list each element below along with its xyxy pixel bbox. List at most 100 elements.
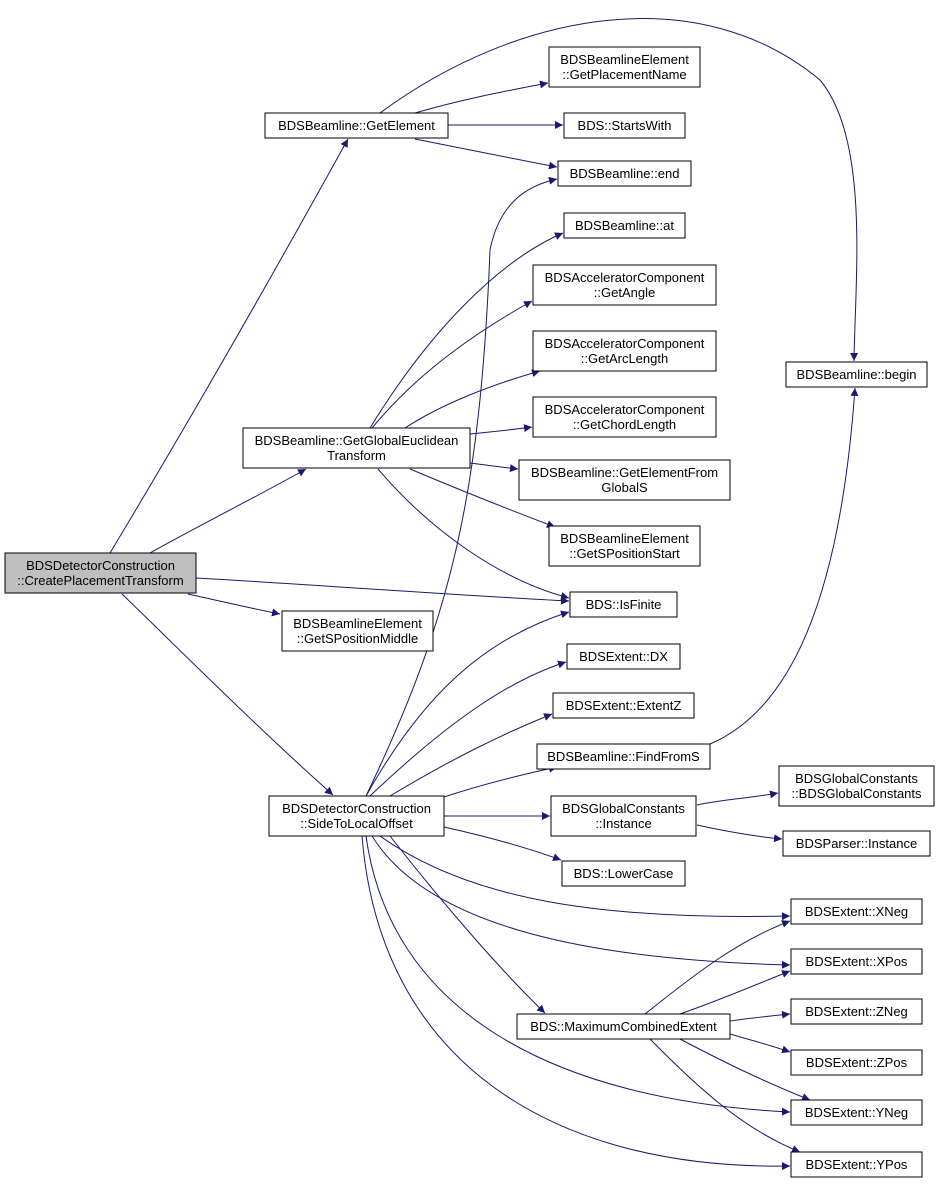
edge-getElement-to-getPlacementName: [414, 80, 549, 114]
node-startsWith[interactable]: BDS::StartsWith: [563, 112, 686, 139]
node-label: ::GetArcLength: [581, 351, 668, 366]
node-label: BDSBeamline::GetGlobalEuclidean: [255, 433, 459, 448]
node-box: [557, 160, 692, 187]
edge-layer: [109, 18, 859, 1171]
edge-getGlobal-to-isFinite: [377, 468, 570, 600]
node-isFinite[interactable]: BDS::IsFinite: [569, 591, 678, 618]
node-box: [778, 765, 935, 807]
node-gcInstance[interactable]: BDSGlobalConstants::Instance: [550, 795, 697, 837]
edge-root-to-isFinite: [195, 577, 570, 605]
node-xneg[interactable]: BDSExtent::XNeg: [790, 898, 923, 925]
edge-sideToLocal-to-dx: [369, 660, 567, 797]
edge-maxExtent-to-zneg: [729, 1010, 791, 1022]
node-label: BDSBeamlineElement: [560, 531, 689, 546]
node-label: ::GetSPositionStart: [569, 546, 680, 561]
node-box: [561, 860, 686, 887]
node-label: ::Instance: [595, 816, 651, 831]
node-extentZ[interactable]: BDSExtent::ExtentZ: [552, 692, 695, 719]
node-layer: BDSDetectorConstruction::CreatePlacement…: [4, 46, 935, 1178]
node-label: ::CreatePlacementTransform: [17, 573, 183, 588]
node-label: BDSExtent::ExtentZ: [566, 698, 682, 713]
node-zpos[interactable]: BDSExtent::ZPos: [790, 1049, 923, 1076]
node-getAngle[interactable]: BDSAcceleratorComponent::GetAngle: [532, 264, 717, 306]
node-box: [552, 692, 695, 719]
edge-maxExtent-to-yneg: [679, 1038, 811, 1101]
node-getChordLength[interactable]: BDSAcceleratorComponent::GetChordLength: [532, 396, 717, 438]
node-label: BDSDetectorConstruction: [26, 558, 175, 573]
edge-maxExtent-to-xpos: [679, 970, 791, 1015]
node-label: BDSBeamlineElement: [293, 616, 422, 631]
node-label: BDSExtent::XPos: [806, 954, 908, 969]
node-findFromS[interactable]: BDSBeamline::FindFromS: [536, 743, 711, 770]
node-box: [516, 1013, 731, 1040]
edge-getGlobal-to-getChordLength: [469, 424, 533, 435]
edge-getGlobal-to-getSPosStart: [409, 468, 556, 528]
node-getElement[interactable]: BDSBeamline::GetElement: [264, 112, 449, 139]
node-label: Transform: [327, 448, 386, 463]
node-ypos[interactable]: BDSExtent::YPos: [790, 1151, 923, 1178]
node-sideToLocal[interactable]: BDSDetectorConstruction::SideToLocalOffs…: [268, 795, 445, 837]
node-box: [785, 361, 928, 388]
node-parserInstance[interactable]: BDSParser::Instance: [782, 830, 931, 857]
node-root[interactable]: BDSDetectorConstruction::CreatePlacement…: [4, 552, 197, 594]
node-label: BDS::MaximumCombinedExtent: [530, 1019, 717, 1034]
node-yneg[interactable]: BDSExtent::YNeg: [790, 1099, 923, 1126]
node-label: BDSBeamline::GetElementFrom: [531, 465, 718, 480]
node-label: BDSBeamline::GetElement: [278, 118, 435, 133]
node-getArcLength[interactable]: BDSAcceleratorComponent::GetArcLength: [532, 330, 717, 372]
node-box: [264, 112, 449, 139]
node-label: BDSExtent::ZNeg: [805, 1004, 908, 1019]
node-label: BDSBeamline::at: [575, 218, 674, 233]
node-xpos[interactable]: BDSExtent::XPos: [790, 948, 923, 975]
node-dx[interactable]: BDSExtent::DX: [566, 643, 681, 670]
node-label: ::BDSGlobalConstants: [791, 786, 922, 801]
node-box: [790, 1151, 923, 1178]
node-label: BDSBeamlineElement: [560, 52, 689, 67]
node-end[interactable]: BDSBeamline::end: [557, 160, 692, 187]
node-box: [532, 330, 717, 372]
node-at[interactable]: BDSBeamline::at: [563, 212, 686, 239]
node-label: GlobalS: [601, 480, 648, 495]
edge-gcInstance-to-parserInstance: [696, 824, 783, 843]
edge-getGlobal-to-at: [369, 232, 564, 429]
node-box: [563, 212, 686, 239]
node-label: BDS::StartsWith: [578, 118, 672, 133]
node-begin[interactable]: BDSBeamline::begin: [785, 361, 928, 388]
node-getSPosMid[interactable]: BDSBeamlineElement::GetSPositionMiddle: [281, 610, 434, 652]
node-label: ::GetAngle: [594, 285, 655, 300]
node-getPlacementName[interactable]: BDSBeamlineElement::GetPlacementName: [548, 46, 701, 88]
node-box: [548, 525, 701, 567]
node-box: [548, 46, 701, 88]
edge-root-to-getElement: [109, 138, 349, 554]
edge-sideToLocal-to-findFromS: [443, 764, 558, 798]
node-box: [782, 830, 931, 857]
edge-findFromS-to-begin: [709, 387, 859, 745]
node-maxExtent[interactable]: BDS::MaximumCombinedExtent: [516, 1013, 731, 1040]
node-box: [268, 795, 445, 837]
edge-getElement-to-begin: [379, 18, 859, 362]
node-lowerCase[interactable]: BDS::LowerCase: [561, 860, 686, 887]
node-label: BDSAcceleratorComponent: [545, 270, 705, 285]
edge-sideToLocal-to-lowerCase: [443, 826, 562, 862]
edge-sideToLocal-to-isFinite: [365, 610, 570, 797]
node-zneg[interactable]: BDSExtent::ZNeg: [790, 998, 923, 1025]
node-box: [518, 459, 731, 501]
node-label: ::GetChordLength: [573, 417, 676, 432]
node-label: ::GetPlacementName: [562, 67, 686, 82]
edge-sideToLocal-to-maxExtent: [389, 835, 546, 1014]
edge-getGlobal-to-getElemFromS: [469, 462, 519, 473]
node-label: BDSExtent::DX: [579, 649, 668, 664]
node-label: BDSExtent::ZPos: [806, 1055, 908, 1070]
node-getSPosStart[interactable]: BDSBeamlineElement::GetSPositionStart: [548, 525, 701, 567]
node-gcCtor[interactable]: BDSGlobalConstants::BDSGlobalConstants: [778, 765, 935, 807]
edge-sideToLocal-to-end: [365, 176, 558, 797]
edge-getGlobal-to-getAngle: [371, 300, 533, 429]
node-box: [4, 552, 197, 594]
node-box: [536, 743, 711, 770]
node-label: BDSExtent::YPos: [806, 1157, 908, 1172]
node-box: [566, 643, 681, 670]
edge-maxExtent-to-zpos: [729, 1033, 791, 1054]
